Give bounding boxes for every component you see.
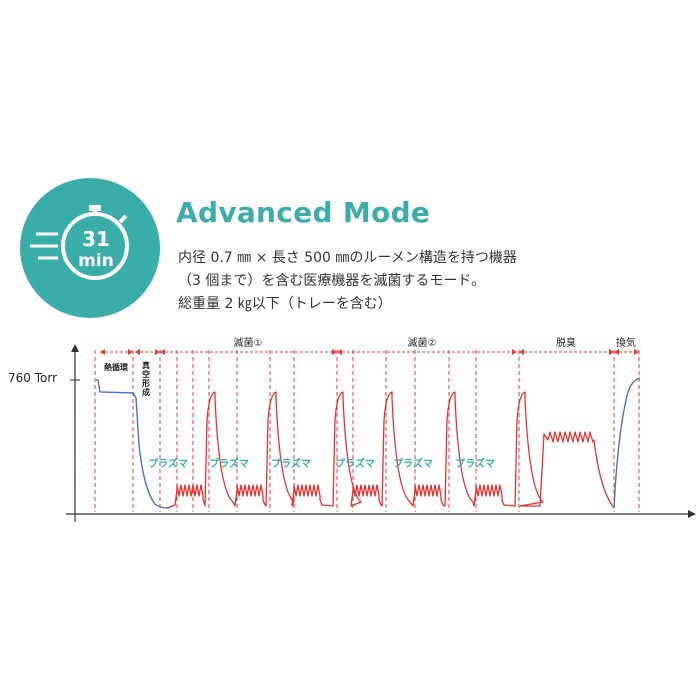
phase-label: 脱臭 [556, 336, 576, 349]
phase-arrow-head [135, 349, 140, 355]
phase-arrows [100, 349, 639, 355]
plasma-label: プラズマ [209, 457, 249, 470]
phase-arrow-head [614, 349, 619, 355]
phase-label: 真空形成 [142, 360, 150, 397]
plasma-label: プラズマ [455, 457, 495, 470]
plasma-labels: プラズマ プラズマ プラズマ プラズマ プラズマ プラズマ [148, 457, 495, 470]
phase-arrow-head [634, 349, 639, 355]
phase-arrow-head [512, 349, 517, 355]
phase-arrow-head [332, 349, 337, 355]
ventilation-curve [613, 377, 641, 509]
badge-unit: min [78, 251, 114, 271]
phase-labels: 熱循環 真空形成 滅菌① 滅菌② 脱臭 換気 [104, 336, 636, 397]
phase-arrow-head [128, 349, 133, 355]
phase-arrow-head [155, 349, 160, 355]
x-axis-arrow [688, 510, 696, 518]
plasma-label: プラズマ [393, 457, 433, 470]
description-line-3: 総重量 2 ㎏以下（トレーを含む） [178, 296, 392, 312]
axes [66, 344, 696, 522]
y-axis-label: 760 Torr [8, 371, 57, 385]
phase-label: 滅菌① [234, 337, 263, 349]
phase-label: 換気 [616, 336, 636, 349]
phase-arrow-head [609, 349, 614, 355]
y-axis-arrow [71, 344, 79, 352]
badge-circle [20, 178, 160, 318]
plasma-label: プラズマ [335, 457, 375, 470]
description-line-2: （3 個まで）を含む医療機器を滅菌するモード。 [178, 273, 486, 289]
description-line-1: 内径 0.7 ㎜ × 長さ 500 ㎜のルーメン構造を持つ機器 [178, 250, 517, 266]
phase-label: 熱循環 [104, 362, 129, 372]
phase-label: 滅菌② [408, 337, 437, 349]
sterilization-curve [167, 391, 615, 509]
phase-arrow-head [100, 349, 105, 355]
stopwatch-icon [30, 205, 129, 280]
plasma-label: プラズマ [271, 457, 311, 470]
vacuum-curve [96, 379, 169, 509]
phase-guide-lines [94, 350, 640, 512]
phase-arrow-head [337, 349, 342, 355]
badge-number: 31 [82, 227, 110, 251]
plasma-label: プラズマ [148, 457, 188, 470]
pressure-curves [96, 377, 641, 509]
phase-arrow-head [160, 349, 165, 355]
phase-arrow-head [519, 349, 524, 355]
page-title: Advanced Mode [176, 196, 431, 229]
